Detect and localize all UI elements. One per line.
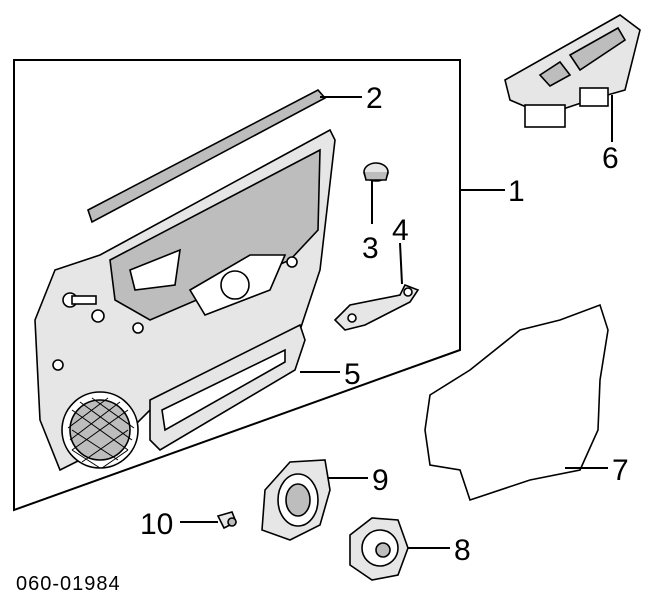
leader-line-4 <box>399 242 403 285</box>
callout-9: 9 <box>372 464 389 497</box>
callout-5: 5 <box>344 358 361 391</box>
callout-8: 8 <box>454 534 471 567</box>
callout-7: 7 <box>612 454 629 487</box>
callout-4: 4 <box>392 214 409 247</box>
door-trim-panel-icon <box>34 128 336 472</box>
water-shield-icon <box>424 303 609 502</box>
callout-10: 10 <box>140 508 173 541</box>
plug-cap-icon <box>363 162 389 182</box>
callout-3: 3 <box>362 232 379 265</box>
callout-6: 6 <box>602 142 619 175</box>
speaker-icon <box>349 517 409 581</box>
panel-frame <box>13 59 461 512</box>
callout-1: 1 <box>508 175 525 208</box>
clip-icon <box>216 511 238 530</box>
callout-2: 2 <box>366 82 383 115</box>
switch-bezel-icon <box>504 14 641 128</box>
part-code: 060-01984 <box>16 573 121 595</box>
speaker-bracket-icon <box>261 459 331 541</box>
